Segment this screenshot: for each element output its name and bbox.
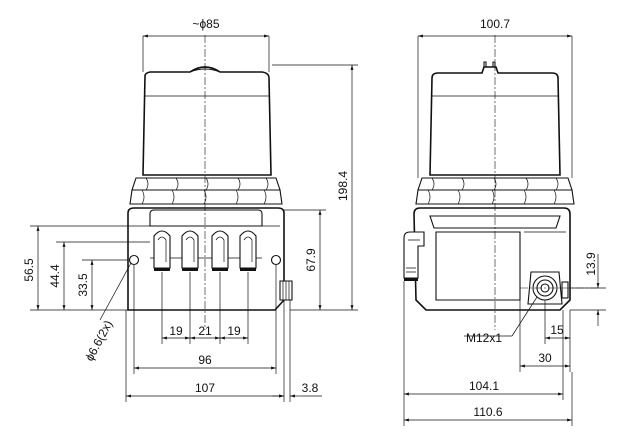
dim-front-19a: 19 <box>169 324 183 338</box>
terminal-base-1 <box>154 268 170 271</box>
front-gland-threads <box>282 281 290 300</box>
side-right-boss <box>561 281 569 299</box>
front-terminal-block <box>150 230 262 271</box>
side-housing-band <box>429 215 561 229</box>
dim-front-21: 21 <box>198 324 212 338</box>
dim-front-67-9: 67.9 <box>304 248 318 272</box>
side-elbow-lines <box>406 239 420 273</box>
front-collar-bottom <box>129 189 283 205</box>
side-collar-ribs <box>431 177 559 191</box>
dim-side-15: 15 <box>550 323 564 337</box>
side-housing <box>413 207 571 311</box>
terminal-base-3 <box>212 268 228 271</box>
dim-front-3-8: 3.8 <box>302 381 319 395</box>
dim-side-30: 30 <box>538 351 552 365</box>
side-view: 100.7 13.9 M12x1 15 30 104.1 110.6 <box>403 17 606 426</box>
dim-side-13-9: 13.9 <box>584 252 598 276</box>
front-cover-body <box>142 66 272 176</box>
side-elbow-fitting <box>403 231 425 279</box>
mounting-hole-left <box>128 254 140 266</box>
dim-front-107: 107 <box>195 381 215 395</box>
dim-front-phi85: ~ϕ85 <box>192 17 219 31</box>
m12-connector-hex <box>527 271 563 305</box>
terminal-base-2 <box>182 268 198 271</box>
dim-front-56-5: 56.5 <box>22 258 36 282</box>
dim-side-100-7: 100.7 <box>480 17 510 31</box>
dim-front-19b: 19 <box>227 324 241 338</box>
side-housing-panel <box>435 231 521 301</box>
side-collar-bottom <box>415 189 575 205</box>
dim-front-33-5: 33.5 <box>76 273 90 297</box>
side-cover-body <box>429 66 561 176</box>
terminal-base-4 <box>240 268 256 271</box>
dim-side-thread: M12x1 <box>466 331 502 345</box>
terminal-3 <box>211 230 229 269</box>
dim-side-110-6: 110.6 <box>473 405 502 419</box>
front-housing <box>127 207 285 311</box>
side-elbow-base <box>404 278 418 281</box>
front-collar-ribs <box>145 177 269 191</box>
dim-front-96: 96 <box>198 353 212 367</box>
terminal-4 <box>239 230 257 269</box>
dim-front-hole: ϕ6.6(2x) <box>82 318 115 363</box>
front-view: ~ϕ85 198.4 67.9 56.5 44.4 33.5 ϕ6.6(2x) … <box>22 17 358 402</box>
dim-front-44-4: 44.4 <box>48 264 62 288</box>
front-housing-recess <box>149 209 263 227</box>
side-collar-ribs-lower <box>427 189 557 205</box>
terminal-1 <box>153 230 171 269</box>
front-collar-ribs-lower <box>141 189 267 205</box>
terminal-2 <box>181 230 199 269</box>
dim-side-104-1: 104.1 <box>469 379 499 393</box>
terminal-inner-lines <box>157 236 253 262</box>
mounting-hole-right <box>270 254 282 266</box>
dim-front-198-4: 198.4 <box>336 171 350 201</box>
front-collar-top <box>131 177 281 191</box>
